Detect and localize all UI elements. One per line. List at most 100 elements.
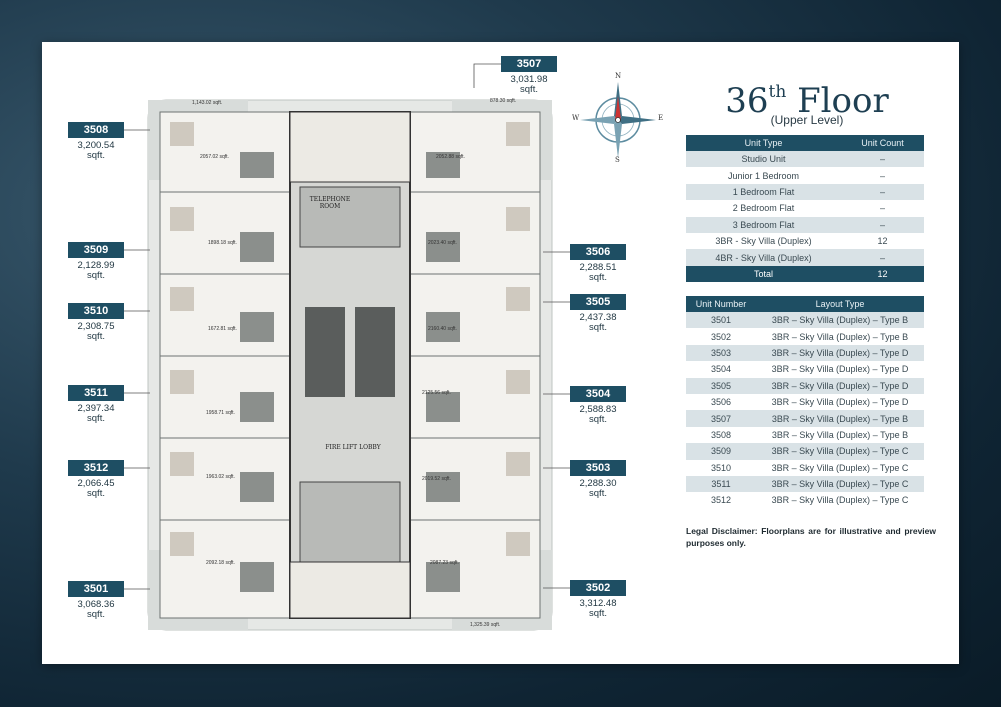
unit-area: 2,066.45 — [77, 478, 115, 489]
table-row: 2 Bedroom Flat – — [686, 200, 924, 217]
unit-tag-3511[interactable]: 3511 2,397.34 sqft. — [68, 385, 124, 424]
room-area-label: 1,325.39 sqft. — [470, 622, 501, 628]
compass-n: N — [615, 72, 622, 80]
table-cell: 1 Bedroom Flat — [686, 183, 841, 201]
table-cell: Total — [686, 265, 841, 283]
unit-area-unit: sqft. — [87, 413, 105, 424]
unit-area-unit: sqft. — [87, 488, 105, 499]
table-row: Studio Unit – — [686, 151, 924, 168]
table-cell: 3BR - Sky Villa (Duplex) — [686, 232, 841, 250]
table-cell: 4BR - Sky Villa (Duplex) — [686, 249, 841, 266]
table-row: Junior 1 Bedroom – — [686, 167, 924, 184]
unit-type-table: Unit Type Unit Count Studio Unit – Junio… — [686, 135, 924, 283]
unit-area: 3,312.48 — [579, 598, 617, 609]
unit-area-unit: sqft. — [589, 414, 607, 425]
unit-tag-3504[interactable]: 3504 2,588.83 sqft. — [570, 386, 626, 425]
room-area-label: 2125.56 sqft. — [422, 390, 451, 396]
compass-e: E — [658, 114, 664, 122]
room-area-label: 1672.81 sqft. — [208, 326, 237, 332]
unit-area-unit: sqft. — [87, 609, 105, 620]
floor-ordinal: th — [768, 82, 787, 102]
table-cell: 3509 — [686, 443, 756, 460]
table-cell: 12 — [841, 232, 924, 250]
room-area-label: 2057.02 sqft. — [200, 154, 229, 160]
unit-number: 3509 — [68, 242, 124, 258]
telephone-room-label: TELEPHONE ROOM — [309, 196, 351, 210]
unit-area-unit: sqft. — [520, 84, 538, 95]
unit-tag-3512[interactable]: 3512 2,066.45 sqft. — [68, 460, 124, 499]
unit-area-unit: sqft. — [87, 270, 105, 281]
unit-number: 3504 — [570, 386, 626, 402]
unit-area: 3,031.98 — [510, 74, 548, 85]
room-area-label: 1898.18 sqft. — [208, 240, 237, 246]
room-area-label: 2092.18 sqft. — [206, 560, 235, 566]
unit-tag-3508[interactable]: 3508 3,200.54 sqft. — [68, 122, 124, 161]
table-cell: 3512 — [686, 492, 756, 509]
unit-area-unit: sqft. — [589, 272, 607, 283]
unit-area-unit: sqft. — [87, 150, 105, 161]
floor-plan-drawing — [147, 99, 553, 631]
table-cell: 3BR – Sky Villa (Duplex) – Type D — [756, 377, 924, 394]
unit-area-unit: sqft. — [589, 608, 607, 619]
table-cell: 3BR – Sky Villa (Duplex) – Type C — [756, 443, 924, 460]
table-cell: – — [841, 200, 924, 217]
room-area-label: 2023.40 sqft. — [428, 240, 457, 246]
unit-tag-3505[interactable]: 3505 2,437.38 sqft. — [570, 294, 626, 333]
room-area-label: 1958.71 sqft. — [206, 410, 235, 416]
table-cell: 3510 — [686, 459, 756, 476]
table-cell: 3BR – Sky Villa (Duplex) – Type B — [756, 410, 924, 427]
fire-lift-lobby-label: FIRE LIFT LOBBY — [325, 444, 381, 451]
floor-number: 36 — [725, 81, 769, 121]
unit-tag-3509[interactable]: 3509 2,128.99 sqft. — [68, 242, 124, 281]
room-area-label: 1963.02 sqft. — [206, 474, 235, 480]
column-header: Unit Count — [841, 135, 924, 151]
table-cell: 3 Bedroom Flat — [686, 216, 841, 233]
table-cell: – — [841, 216, 924, 233]
unit-tag-3506[interactable]: 3506 2,288.51 sqft. — [570, 244, 626, 283]
table-cell: 3BR – Sky Villa (Duplex) – Type B — [756, 328, 924, 345]
table-cell: – — [841, 167, 924, 184]
table-cell: 3503 — [686, 344, 756, 362]
unit-tag-3510[interactable]: 3510 2,308.75 sqft. — [68, 303, 124, 342]
table-cell: 3BR – Sky Villa (Duplex) – Type C — [756, 475, 924, 493]
unit-number: 3502 — [570, 580, 626, 596]
table-cell: 3501 — [686, 312, 756, 329]
unit-tag-3503[interactable]: 3503 2,288.30 sqft. — [570, 460, 626, 499]
unit-tag-3507[interactable]: 3507 3,031.98 sqft. — [501, 56, 557, 95]
table-cell: 3BR – Sky Villa (Duplex) – Type C — [756, 492, 924, 509]
table-header-row: Unit Type Unit Count — [686, 135, 924, 151]
unit-area: 2,288.30 — [579, 478, 617, 489]
unit-area: 2,588.83 — [579, 404, 617, 415]
unit-tag-3501[interactable]: 3501 3,068.36 sqft. — [68, 581, 124, 620]
table-cell: 3502 — [686, 328, 756, 345]
unit-number: 3510 — [68, 303, 124, 319]
table-cell: 3506 — [686, 393, 756, 411]
unit-area: 3,200.54 — [77, 140, 115, 151]
table-cell: 3BR – Sky Villa (Duplex) – Type C — [756, 459, 924, 476]
floor-plan: TELEPHONE ROOM FIRE LIFT LOBBY 1,143.02 … — [140, 92, 595, 682]
table-total-row: Total 12 — [686, 265, 924, 283]
compass-s: S — [615, 156, 620, 164]
room-area-label: 878.30 sqft. — [490, 98, 517, 104]
table-row: 4BR - Sky Villa (Duplex) – — [686, 249, 924, 266]
page-title: 36th Floor — [712, 72, 902, 121]
unit-area: 3,068.36 — [77, 599, 115, 610]
table-cell: 3505 — [686, 377, 756, 394]
table-cell: 12 — [841, 265, 924, 283]
unit-area: 2,128.99 — [77, 260, 115, 271]
table-cell: 3507 — [686, 410, 756, 427]
unit-number: 3503 — [570, 460, 626, 476]
table-cell: Studio Unit — [686, 151, 841, 168]
compass-rose-icon: N S W E — [572, 72, 664, 166]
unit-tag-3502[interactable]: 3502 3,312.48 sqft. — [570, 580, 626, 619]
room-area-label: 2052.88 sqft. — [436, 154, 465, 160]
